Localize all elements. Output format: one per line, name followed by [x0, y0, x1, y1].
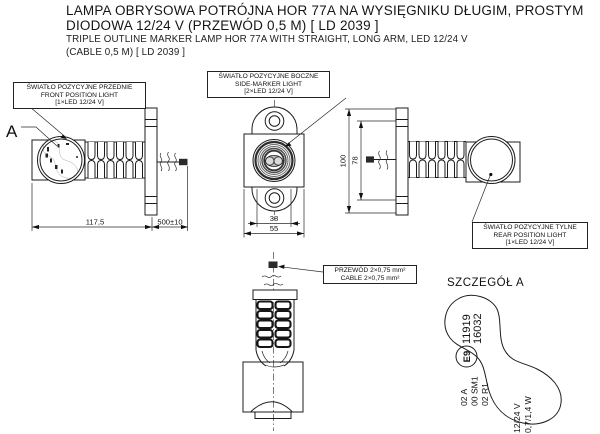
dim-hole-spacing: 78: [351, 156, 360, 164]
dimension-lines-right: 100 78: [339, 108, 396, 214]
title-block: LAMPA OBRYSOWA POTRÓJNA HOR 77A NA WYSIĘ…: [66, 3, 596, 58]
title-line-2-en: (CABLE 0,5 M) [ LD 2039 ]: [66, 46, 186, 58]
title-line-2-pl: DIODOWA 12/24 V (PRZEWÓD 0,5 M) [ LD 203…: [66, 18, 379, 33]
cable-break-symbol-right: [366, 150, 396, 170]
callout-cable-pl: PRZEWÓD 2×0,75 mm²: [334, 267, 406, 274]
approval-code-1: 02 A: [459, 389, 469, 406]
dim-housing-width: 55: [270, 224, 278, 233]
detail-a: SZCZEGÓŁ A 11919 16032 E9 02 A 00 SM1 02…: [444, 276, 562, 433]
callout-rear-spec: [1×LED 12/24 V]: [505, 239, 555, 247]
cable-break-symbol-left: [157, 151, 188, 172]
callout-rear-pl: ŚWIATŁO POZYCYJNE TYLNE: [483, 224, 577, 231]
approval-number-bottom: 16032: [472, 313, 484, 344]
callout-side-spec: [2×LED 12/24 V]: [244, 88, 293, 96]
power-label: 0,7/1,4 W: [523, 395, 533, 433]
approval-code-3: 02 R1: [480, 383, 490, 406]
front-view: 38 55: [243, 100, 305, 238]
left-side-view: 117,5 500±10: [31, 107, 188, 231]
cable-break-symbol-top: [261, 261, 284, 286]
right-side-view: 100 78: [339, 107, 521, 216]
callout-side-pl: ŚWIATŁO POZYCYJNE BOCZNE: [218, 73, 319, 80]
approval-number-top: 11919: [461, 314, 473, 344]
callout-front-spec: [1×LED 12/24 V]: [55, 99, 104, 107]
voltage-label: 12/24 V: [512, 403, 522, 433]
dim-lens-width: 38: [270, 214, 278, 223]
dimension-lines-front: 38 55: [243, 189, 305, 238]
callout-front-position-light: ŚWIATŁO POZYCYJNE PRZEDNIE FRONT POSITIO…: [13, 82, 146, 109]
e-mark-circle: [455, 345, 478, 368]
callout-side-marker-light: ŚWIATŁO POZYCYJNE BOCZNE SIDE-MARKER LIG…: [207, 71, 330, 98]
title-line-1-pl: LAMPA OBRYSOWA POTRÓJNA HOR 77A NA WYSIĘ…: [66, 3, 584, 18]
callout-front-pl: ŚWIATŁO POZYCYJNE PRZEDNIE: [26, 84, 133, 91]
dimension-lines-left: 117,5 500±10: [31, 166, 188, 231]
callout-rear-position-light: ŚWIATŁO POZYCYJNE TYLNE REAR POSITION LI…: [472, 222, 588, 249]
approval-mark-miniature: [43, 140, 78, 179]
title-line-1-en: TRIPLE OUTLINE MARKER LAMP HOR 77A WITH …: [66, 34, 468, 45]
e-mark-label: E9: [462, 351, 473, 363]
callout-rear-en: REAR POSITION LIGHT: [493, 231, 567, 239]
callout-front-en: FRONT POSITION LIGHT: [40, 91, 119, 99]
approval-mark-outline: [444, 294, 562, 425]
lens: [252, 139, 296, 182]
approval-code-2: 00 SM1: [470, 376, 480, 406]
view-marker-a: A: [6, 122, 18, 141]
top-view: [242, 252, 304, 431]
dim-arm-length: 117,5: [86, 218, 104, 227]
callout-cable-en: CABLE 2×0,75 mm²: [340, 274, 400, 282]
dim-cable-length: 500±10: [157, 218, 182, 227]
detail-a-heading: SZCZEGÓŁ A: [447, 276, 524, 289]
leader-lines: A: [6, 97, 493, 273]
dim-bracket-height: 100: [339, 155, 348, 168]
callout-cable-spec: PRZEWÓD 2×0,75 mm² CABLE 2×0,75 mm²: [323, 265, 417, 285]
callout-side-en: SIDE-MARKER LIGHT: [234, 80, 303, 88]
